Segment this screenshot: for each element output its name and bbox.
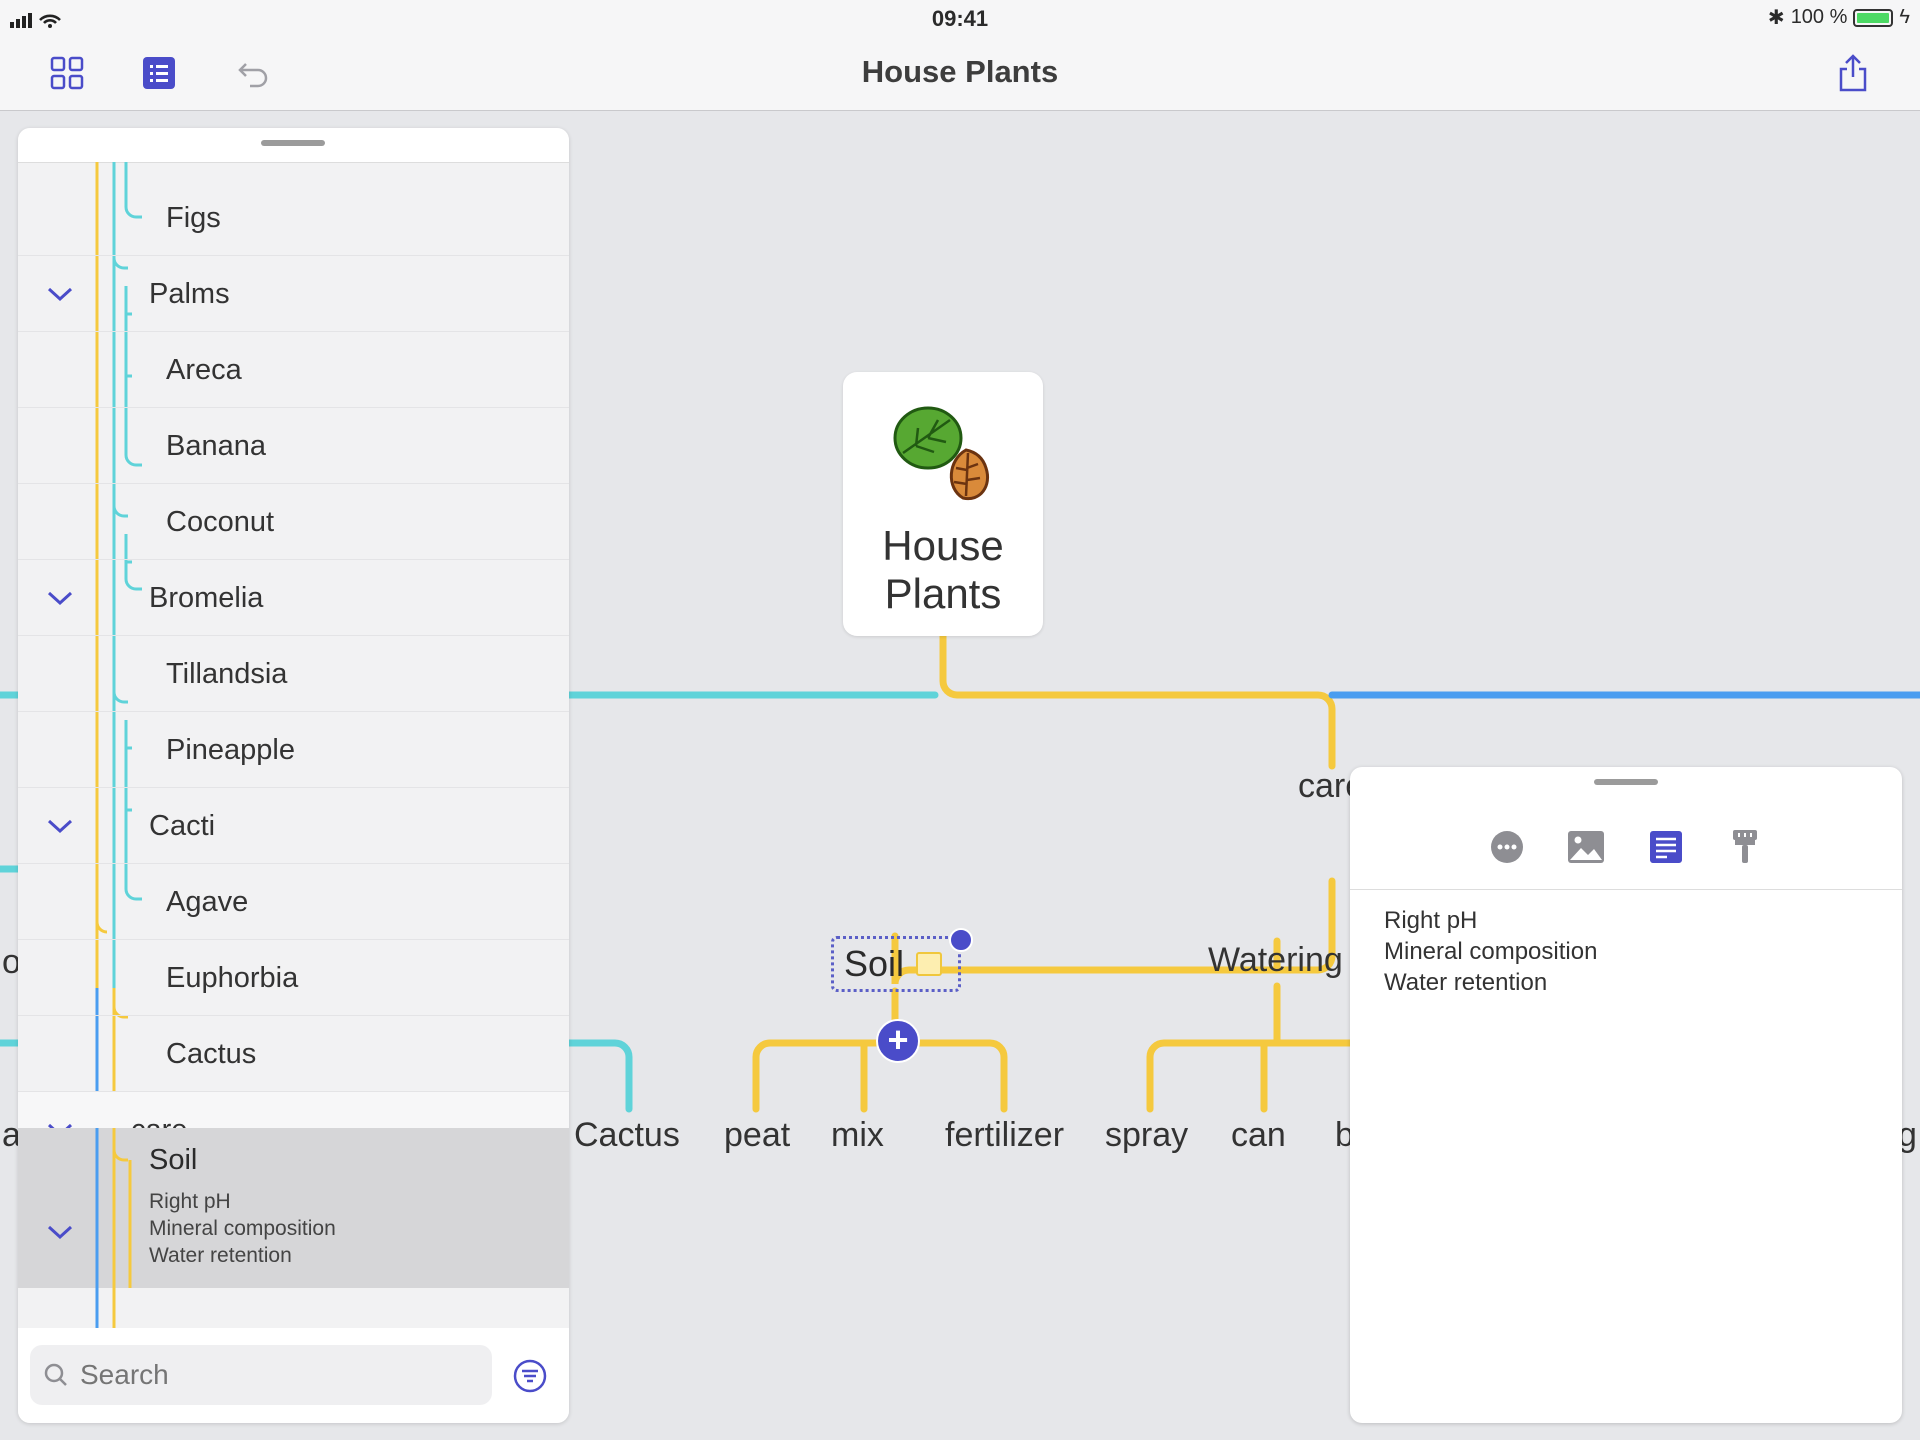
status-right: ✱ 100 % ϟ [1768,5,1910,30]
row-label: Pineapple [166,734,295,766]
search-box[interactable] [30,1345,492,1405]
image-icon[interactable] [1566,827,1606,867]
note-icon[interactable] [1646,827,1686,867]
outline-row-cactus[interactable]: Cactus [18,1016,569,1092]
outline-row-areca[interactable]: Areca [18,332,569,408]
style-brush-icon[interactable] [1725,827,1765,867]
search-icon [44,1363,67,1386]
filter-icon[interactable] [512,1358,548,1394]
battery-percent: 100 % [1790,6,1848,28]
row-label: Cacti [149,810,216,842]
topic-cactus[interactable]: Cactus [574,1116,680,1154]
outline-row-agave[interactable]: Agave [18,864,569,940]
battery-icon [1853,8,1894,27]
outline-row-cacti[interactable]: Cacti [18,788,569,864]
outline-row-figs[interactable]: Figs [18,180,569,256]
document-title: House Plants [861,54,1059,89]
root-topic-card[interactable]: House Plants [843,372,1043,636]
row-note: Right pH Mineral composition Water reten… [149,1188,336,1269]
note-line: Mineral composition [149,1217,336,1240]
note-line: Water retention [1384,969,1548,996]
connection-handle[interactable] [949,928,973,952]
outline-row-soil-selected[interactable]: Soil Right pH Mineral composition Water … [18,1128,569,1288]
clock: 09:41 [931,6,989,31]
topic-fertilizer[interactable]: fertilizer [945,1116,1065,1154]
soil-row-lines [95,1128,132,1288]
root-topic-line2: Plants [884,570,1002,617]
note-line: Water retention [149,1244,292,1267]
note-line: Mineral composition [1384,938,1598,965]
chevron-down-icon[interactable] [44,1216,76,1248]
root-topic-label: House Plants [843,522,1043,618]
status-bar: 09:41 ✱ 100 % ϟ [0,0,1920,36]
bluetooth-icon: ✱ [1767,7,1785,29]
chevron-down-icon[interactable] [44,810,76,842]
signal-icon [10,12,66,33]
topic-spray[interactable]: spray [1105,1116,1189,1154]
share-icon[interactable] [1830,50,1876,96]
grabber[interactable] [261,140,325,146]
topic-soil-selected[interactable]: Soil [831,936,961,992]
topic-b-partial[interactable]: b [1335,1116,1354,1154]
outline-row-palms[interactable]: Palms [18,256,569,332]
chevron-down-icon[interactable] [44,278,76,310]
toolbar: House Plants [0,36,1920,111]
topic-peat[interactable]: peat [724,1116,791,1154]
undo-icon[interactable] [230,50,276,96]
note-line: Right pH [149,1190,231,1213]
note-line: Right pH [1384,907,1478,934]
topic-partial-right[interactable]: g [1898,1116,1917,1154]
grabber[interactable] [1594,779,1658,785]
note-editor[interactable]: Right pH Mineral composition Water reten… [1384,905,1597,998]
note-indicator-icon[interactable] [916,952,943,976]
row-label: Bromelia [149,582,264,614]
topic-partial-left-2[interactable]: o [2,943,21,981]
row-label: Agave [166,886,249,918]
charging-icon: ϟ [1899,6,1910,28]
search-input[interactable] [78,1358,462,1392]
outline-row-tillandsia[interactable]: Tillandsia [18,636,569,712]
leaves-icon [893,406,989,501]
row-label: Coconut [166,506,275,538]
row-label: Figs [166,202,221,234]
add-child-button[interactable]: + [876,1019,920,1063]
grid-view-icon[interactable] [44,50,90,96]
root-topic-line1: House [882,522,1004,569]
row-label: Banana [166,430,266,462]
row-label: Tillandsia [166,658,288,690]
row-label: Cactus [166,1038,257,1070]
row-label: Palms [149,278,230,310]
topic-can[interactable]: can [1231,1116,1286,1154]
outline-panel: Figs Palms Areca Banana Coconut Bromelia… [18,128,569,1423]
topic-soil-label: Soil [844,943,905,984]
outline-row-banana[interactable]: Banana [18,408,569,484]
topic-mix[interactable]: mix [831,1116,884,1154]
outline-row-coconut[interactable]: Coconut [18,484,569,560]
topic-watering[interactable]: Watering [1208,941,1343,979]
chevron-down-icon[interactable] [44,582,76,614]
mindmap-canvas[interactable]: House Plants care Soil + Watering Cactus… [0,111,1920,1440]
row-label: Soil [149,1144,198,1176]
outline-row-bromelia[interactable]: Bromelia [18,560,569,636]
outline-view-icon[interactable] [136,50,182,96]
row-label: Areca [166,354,242,386]
more-icon[interactable] [1487,827,1527,867]
outline-row-euphorbia[interactable]: Euphorbia [18,940,569,1016]
outline-row-pineapple[interactable]: Pineapple [18,712,569,788]
topic-partial-left[interactable]: a [2,1116,21,1154]
inspector-tabs [1350,819,1902,890]
outline-drag-handle[interactable] [18,128,569,163]
row-label: Euphorbia [166,962,299,994]
search-bar [18,1328,569,1423]
inspector-panel: Right pH Mineral composition Water reten… [1350,767,1902,1423]
